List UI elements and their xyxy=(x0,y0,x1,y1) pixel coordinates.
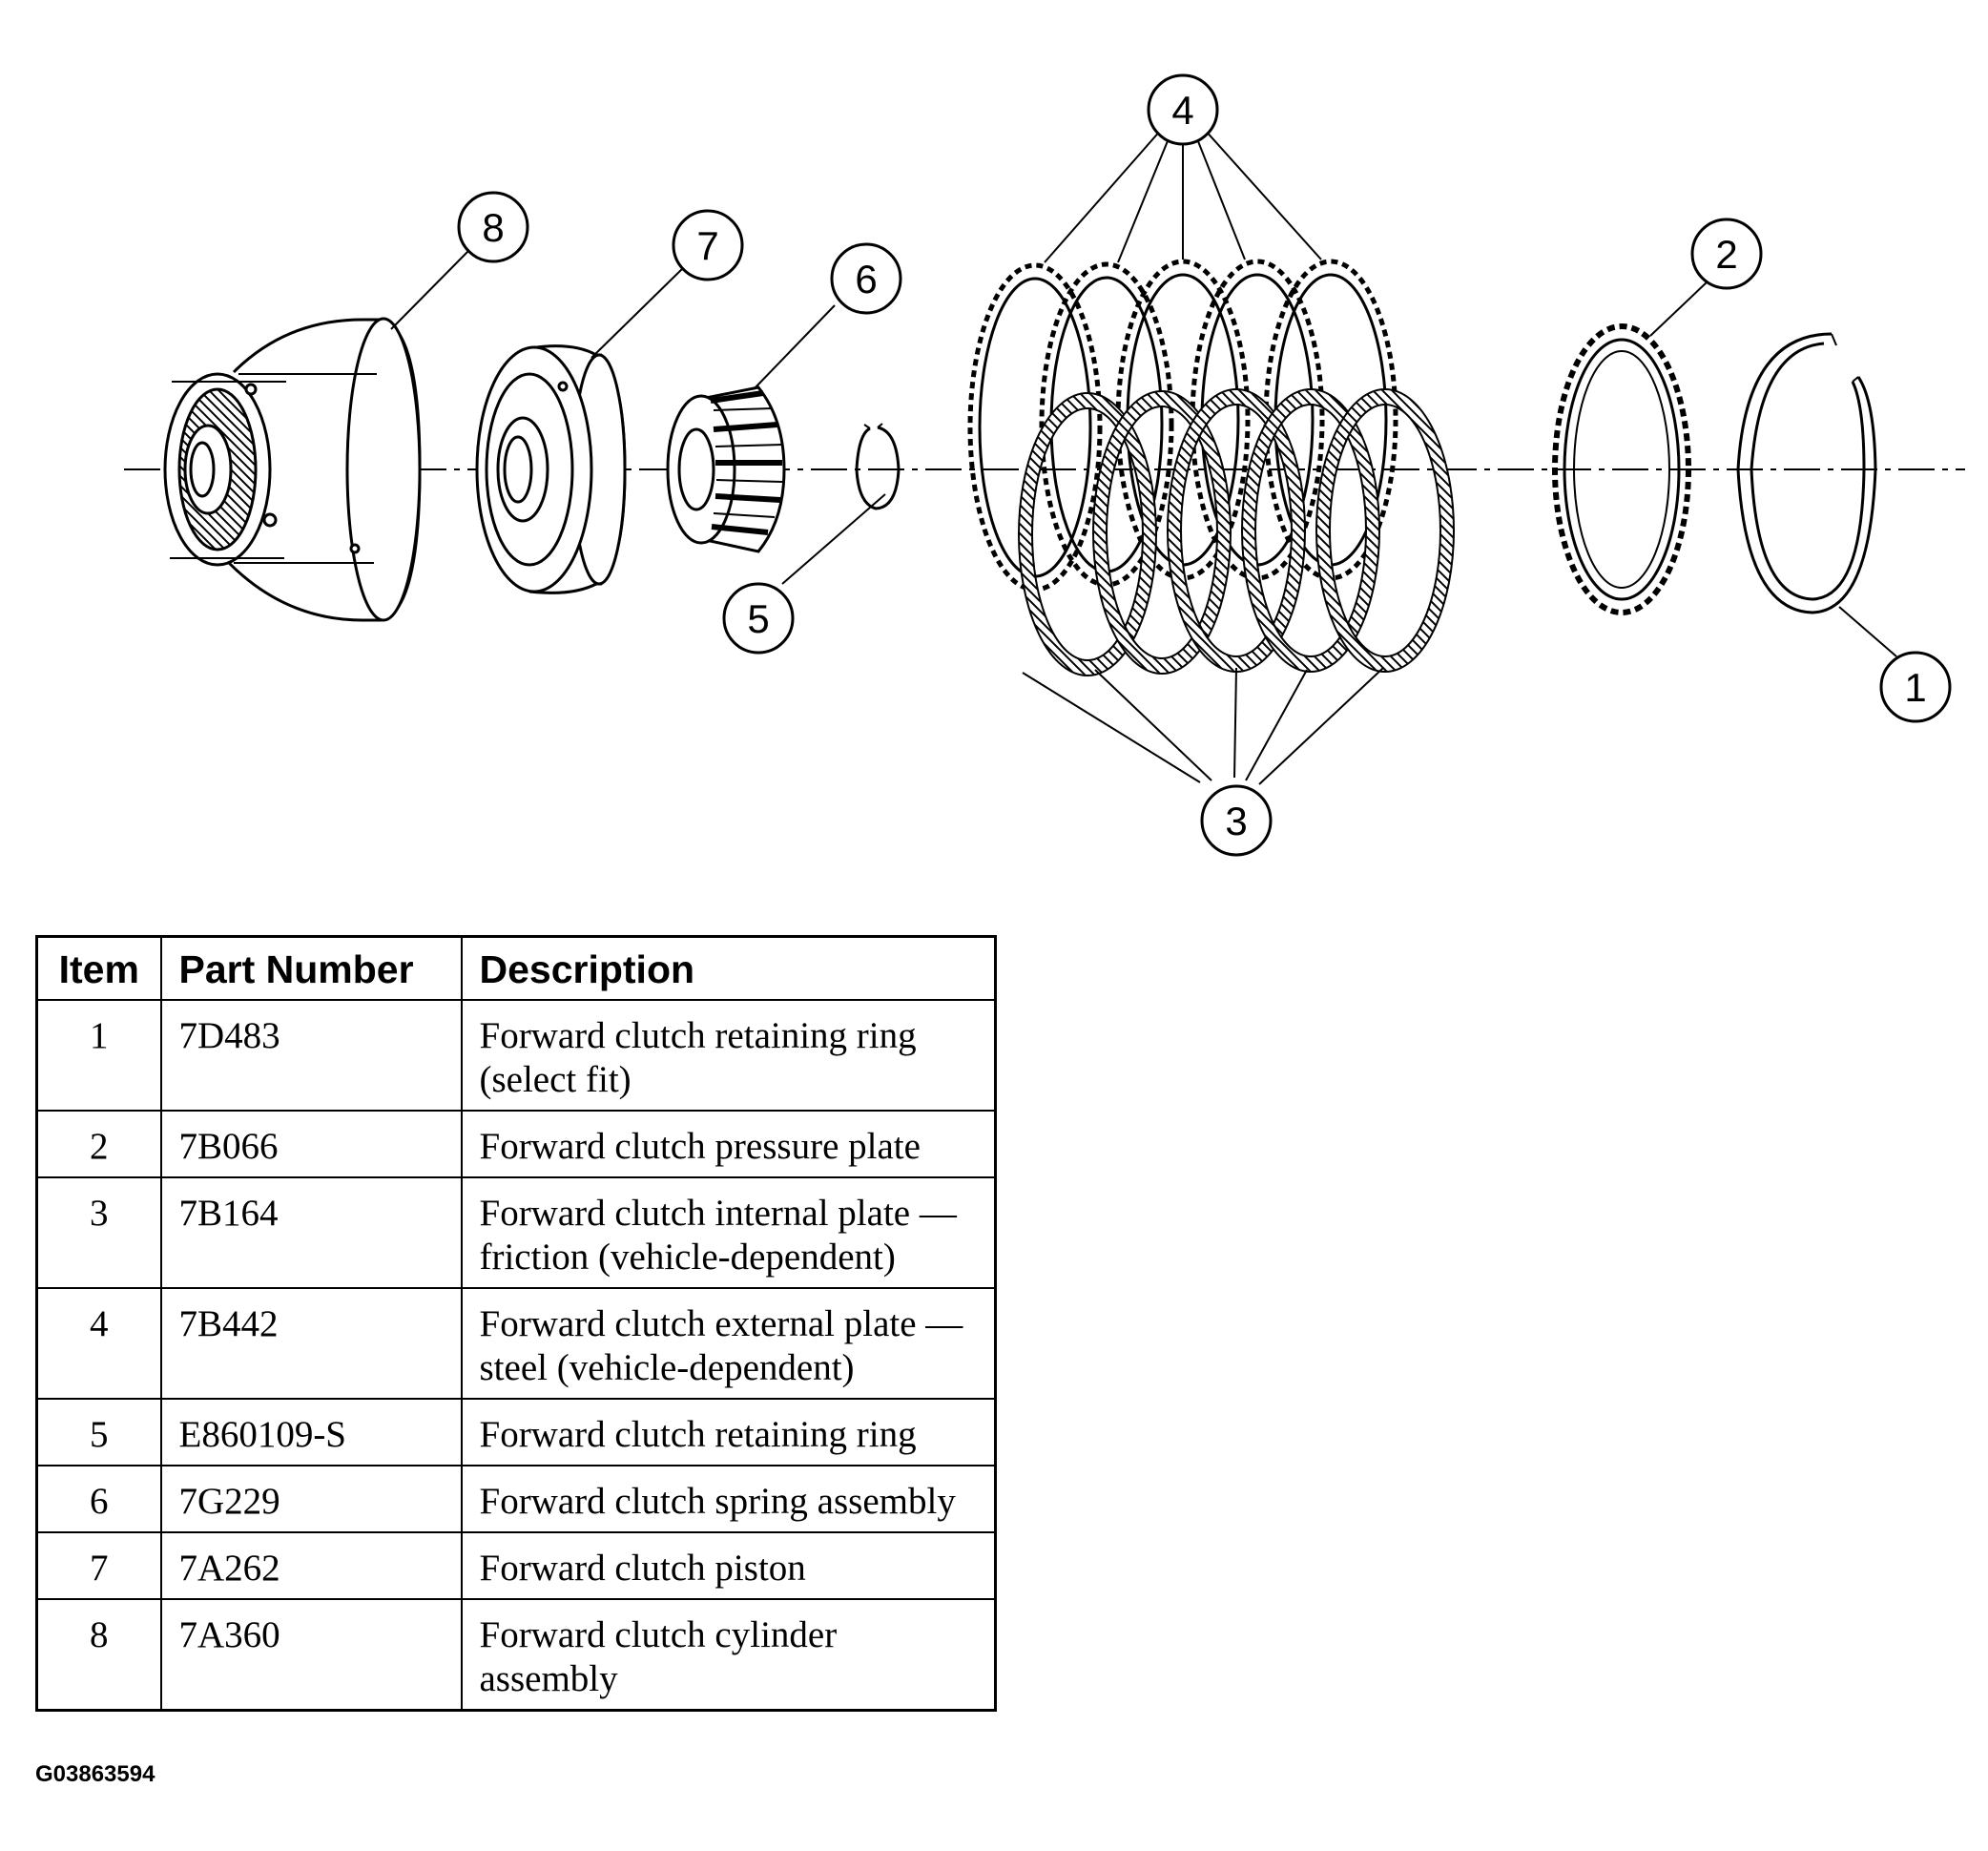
description-cell: Forward clutch internal plate — friction… xyxy=(460,1176,997,1289)
table-row: 2 7B066 Forward clutch pressure plate xyxy=(35,1110,997,1178)
svg-text:1: 1 xyxy=(1904,665,1926,710)
item-cell: 1 xyxy=(35,999,162,1112)
table-row: 1 7D483 Forward clutch retaining ring (s… xyxy=(35,999,997,1112)
part-number-cell: 7G229 xyxy=(159,1465,463,1533)
description-cell: Forward clutch cylinder assembly xyxy=(460,1598,997,1712)
svg-text:5: 5 xyxy=(747,596,769,641)
part-3-friction-plates xyxy=(1018,388,1455,676)
item-cell: 3 xyxy=(35,1176,162,1289)
part-5-small-retaining-ring xyxy=(855,423,901,510)
description-cell: Forward clutch external plate — steel (v… xyxy=(460,1287,997,1400)
part-2-pressure-plate xyxy=(1552,323,1691,615)
description-cell: Forward clutch piston xyxy=(460,1531,997,1600)
callout-6: 6 xyxy=(830,242,902,315)
part-number-cell: 7B442 xyxy=(159,1287,463,1400)
item-cell: 6 xyxy=(35,1465,162,1533)
callout-3: 3 xyxy=(1200,784,1273,857)
header-description: Description xyxy=(460,935,997,1001)
table-row: 3 7B164 Forward clutch internal plate — … xyxy=(35,1176,997,1289)
svg-text:6: 6 xyxy=(855,257,877,302)
svg-text:8: 8 xyxy=(482,205,504,250)
svg-text:4: 4 xyxy=(1171,88,1193,133)
description-cell: Forward clutch spring assembly xyxy=(460,1465,997,1533)
callout-4: 4 xyxy=(1147,73,1219,146)
part-4-steel-plates xyxy=(967,259,1398,593)
table-row: 5 E860109-S Forward clutch retaining rin… xyxy=(35,1398,997,1466)
item-cell: 4 xyxy=(35,1287,162,1400)
table-row: 6 7G229 Forward clutch spring assembly xyxy=(35,1465,997,1533)
part-number-cell: 7A262 xyxy=(159,1531,463,1600)
svg-text:2: 2 xyxy=(1715,232,1737,277)
item-cell: 8 xyxy=(35,1598,162,1712)
part-number-cell: 7B066 xyxy=(159,1110,463,1178)
callout-5: 5 xyxy=(722,582,795,655)
callout-8: 8 xyxy=(457,191,529,263)
item-cell: 7 xyxy=(35,1531,162,1600)
description-cell: Forward clutch retaining ring xyxy=(460,1398,997,1466)
item-cell: 2 xyxy=(35,1110,162,1178)
parts-table: Item Part Number Description 1 7D483 For… xyxy=(35,935,997,1712)
figure-id: G03863594 xyxy=(35,1761,155,1787)
svg-text:7: 7 xyxy=(696,223,718,268)
exploded-view-diagram: 1 2 3 4 5 6 7 8 xyxy=(124,73,1965,857)
description-cell: Forward clutch retaining ring (select fi… xyxy=(460,999,997,1112)
header-item: Item xyxy=(35,935,162,1001)
part-number-cell: 7D483 xyxy=(159,999,463,1112)
table-header-row: Item Part Number Description xyxy=(35,935,997,1001)
leader-lines xyxy=(390,128,1897,785)
svg-text:3: 3 xyxy=(1225,799,1247,843)
header-part-number: Part Number xyxy=(159,935,463,1001)
callout-1: 1 xyxy=(1879,651,1952,723)
table-row: 4 7B442 Forward clutch external plate — … xyxy=(35,1287,997,1400)
part-1-large-retaining-ring xyxy=(1736,332,1877,614)
callout-7: 7 xyxy=(672,209,744,281)
part-7-piston xyxy=(475,344,627,594)
part-number-cell: E860109-S xyxy=(159,1398,463,1466)
description-cell: Forward clutch pressure plate xyxy=(460,1110,997,1178)
part-number-cell: 7B164 xyxy=(159,1176,463,1289)
part-6-spring-assembly xyxy=(666,385,786,553)
callout-2: 2 xyxy=(1690,218,1763,290)
table-row: 8 7A360 Forward clutch cylinder assembly xyxy=(35,1598,997,1712)
part-8-cylinder-assembly xyxy=(163,317,422,622)
part-number-cell: 7A360 xyxy=(159,1598,463,1712)
item-cell: 5 xyxy=(35,1398,162,1466)
table-row: 7 7A262 Forward clutch piston xyxy=(35,1531,997,1600)
